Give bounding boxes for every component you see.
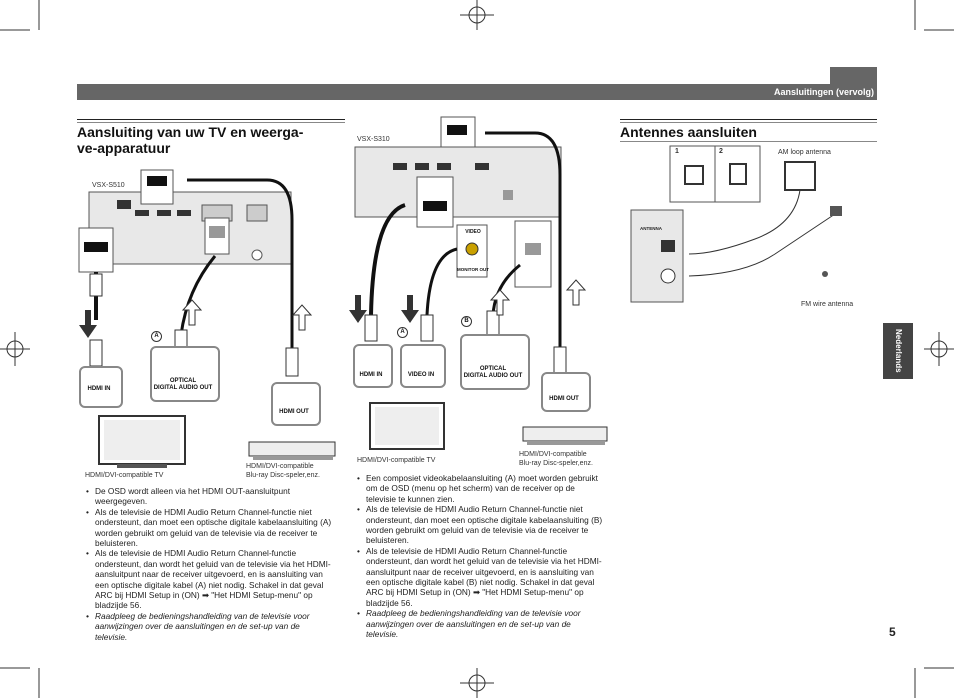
label-hdmi-out-mid: HDMI OUT bbox=[549, 396, 579, 402]
label-video-in-mid: VIDEO IN bbox=[407, 372, 435, 378]
note-item: Als de televisie de HDMI Audio Return Ch… bbox=[357, 504, 605, 546]
label-hdmi-out-left: HDMI OUT bbox=[279, 409, 309, 415]
marker-a-left: A bbox=[151, 331, 162, 342]
title-rule-top bbox=[77, 119, 345, 120]
language-tab: Nederlands bbox=[883, 323, 913, 379]
note-item: Als de televisie de HDMI Audio Return Ch… bbox=[86, 548, 334, 610]
marker-a-mid: A bbox=[397, 327, 408, 338]
note-item: Raadpleeg de bedieningshandleiding van d… bbox=[86, 611, 334, 642]
step-1: 1 bbox=[675, 148, 679, 155]
diagram-tv-connection-s310 bbox=[349, 116, 608, 450]
section-title-tv: Aansluiting van uw TV en weerga- ve-appa… bbox=[77, 124, 304, 156]
page-number: 5 bbox=[889, 625, 896, 639]
tv-caption-left: HDMI/DVI-compatible TV bbox=[85, 472, 164, 479]
callout-optical-left bbox=[150, 346, 220, 402]
model-label-s510: VSX-S510 bbox=[92, 182, 125, 189]
callout-hdmi-in-mid bbox=[353, 344, 393, 388]
title-rule-right-bottom bbox=[620, 141, 877, 142]
note-item: Als de televisie de HDMI Audio Return Ch… bbox=[86, 507, 334, 549]
notes-list-mid: Een composiet videokabelaansluiting (A) … bbox=[357, 473, 605, 640]
marker-b-mid: B bbox=[461, 316, 472, 327]
callout-hdmi-out-mid bbox=[541, 372, 591, 412]
diagram-tv-connection-s510 bbox=[78, 169, 336, 468]
note-item: Raadpleeg de bedieningshandleiding van d… bbox=[357, 608, 605, 639]
note-item: Als de televisie de HDMI Audio Return Ch… bbox=[357, 546, 605, 608]
antenna-panel-label: ANTENNA bbox=[640, 226, 662, 231]
callout-optical-mid bbox=[460, 334, 530, 390]
label-hdmi-in-left: HDMI IN bbox=[87, 386, 111, 392]
notes-list-left: De OSD wordt alleen via het HDMI OUT-aan… bbox=[86, 486, 334, 642]
model-label-s310: VSX-S310 bbox=[357, 136, 390, 143]
step-2: 2 bbox=[719, 148, 723, 155]
label-monitor-out-mid: MONITOR OUT bbox=[457, 267, 489, 272]
label-hdmi-in-mid: HDMI IN bbox=[359, 372, 383, 378]
title-rule-right-2 bbox=[620, 122, 877, 123]
title-rule-right bbox=[620, 119, 877, 120]
section-header: Aansluitingen (vervolg) bbox=[773, 87, 874, 97]
diagram-antenna bbox=[630, 145, 842, 303]
note-item: Een composiet videokabelaansluiting (A) … bbox=[357, 473, 605, 504]
title-rule-top-2 bbox=[77, 122, 345, 123]
header-bar bbox=[77, 84, 877, 100]
label-video-mid: VIDEO bbox=[465, 229, 481, 235]
am-caption: AM loop antenna bbox=[778, 149, 831, 156]
fm-caption: FM wire antenna bbox=[801, 301, 854, 308]
callout-video-in-mid bbox=[400, 344, 446, 388]
tv-caption-mid: HDMI/DVI-compatible TV bbox=[357, 457, 436, 464]
section-title-antenna: Antennes aansluiten bbox=[620, 124, 757, 140]
note-item: De OSD wordt alleen via het HDMI OUT-aan… bbox=[86, 486, 334, 507]
callout-hdmi-out-left bbox=[271, 382, 321, 426]
callout-hdmi-in-left bbox=[79, 366, 123, 408]
header-tab bbox=[830, 67, 877, 84]
